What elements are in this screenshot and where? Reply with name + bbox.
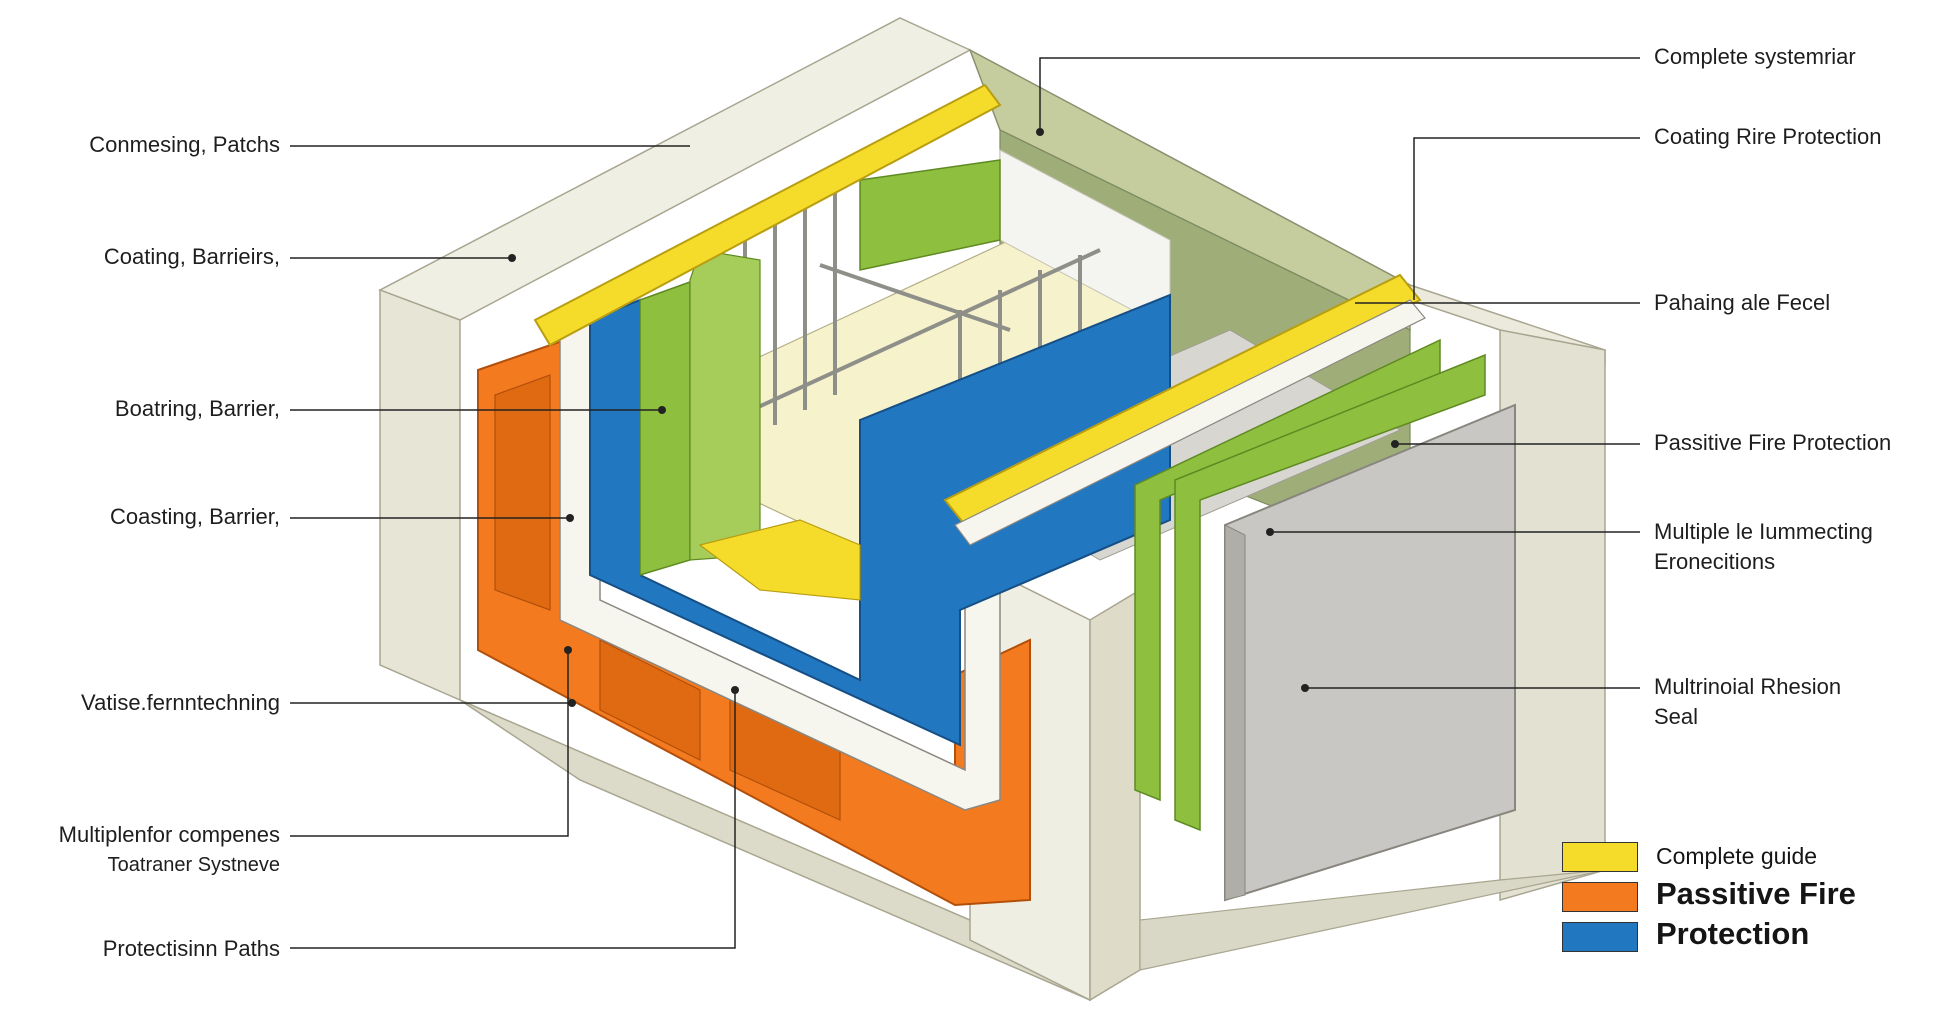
label-left-7: Protectisinn Paths [102,936,280,961]
label-right-3: Pahaing ale Fecel [1654,290,1831,315]
label-right-4: Passitive Fire Protection [1654,430,1892,455]
yellow-top-beam-right [943,273,1422,527]
label-left-6: Multiplenfor compenes [58,822,280,847]
right-wall-assembly [943,273,1516,902]
label-left-6-line2: Toatraner Systneve [107,854,280,876]
label-left-3: Boatring, Barrier, [114,396,280,421]
track-2 [819,263,1011,332]
gray-panel-edge [1224,524,1246,901]
label-left-2: Coating, Barrieirs, [103,244,280,269]
leader-lines [290,57,1640,949]
left-u-assembly [477,83,1171,907]
track-1 [729,248,1101,422]
label-right-5: Multiple le Iummecting [1654,519,1873,544]
shell-base-right [1139,869,1606,971]
legend-swatch-blue [1562,922,1638,952]
orange-bottom-cell-1 [599,639,701,761]
yellow-top-beam-left [533,83,1002,347]
yellow-floor [698,519,861,601]
shell-left-wall [379,288,461,702]
green-layer-left [639,280,691,577]
green-layer-right-2 [1174,353,1486,832]
label-left-1: Conmesing, Patchs [89,132,280,157]
label-left-5: Vatise.fernntechning [81,690,280,715]
label-left-4: Coasting, Barrier, [110,504,280,529]
label-right-6: Multrinoial Rhesion [1654,674,1842,699]
legend-label-3: Protection [1656,916,1810,951]
leader-dots [508,128,1399,707]
legend-swatch-orange [1562,882,1638,912]
label-right-1: Complete systemriar [1654,44,1856,69]
legend-label-2: Passitive Fire [1656,876,1856,911]
leader-l6 [290,650,569,837]
legend-swatch-yellow [1562,842,1638,872]
orange-inner-shadow [494,374,551,611]
green-panel-back [689,249,761,561]
leader-r1 [1039,57,1640,132]
label-right-6-line2: Seal [1654,704,1699,729]
leader-l7 [290,690,736,949]
leader-r2 [1413,137,1640,300]
green-layer-right-1 [1134,338,1441,802]
insulation-strip-right [954,299,1426,546]
label-right-2: Coating Rire Protection [1654,124,1882,149]
label-right-5-line2: Eronecitions [1654,549,1776,574]
legend-label-1: Complete guide [1656,843,1818,869]
shell-pillar-side [1089,588,1141,1002]
green-panel-top [859,159,1001,271]
